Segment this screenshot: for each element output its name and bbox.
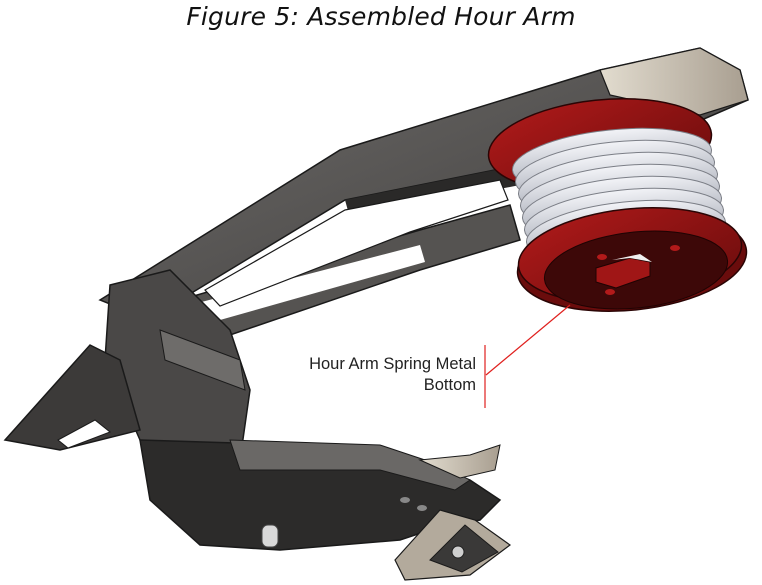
callout-label: Hour Arm Spring Metal Bottom	[262, 354, 476, 396]
callout-line-1: Hour Arm Spring Metal	[309, 355, 476, 373]
callout-line-2: Bottom	[423, 376, 476, 394]
figure-caption: Figure 5: Assembled Hour Arm	[186, 2, 576, 31]
arm-frame	[3, 47, 749, 581]
callout-leader	[484, 304, 571, 408]
spring-assembly	[487, 97, 748, 312]
